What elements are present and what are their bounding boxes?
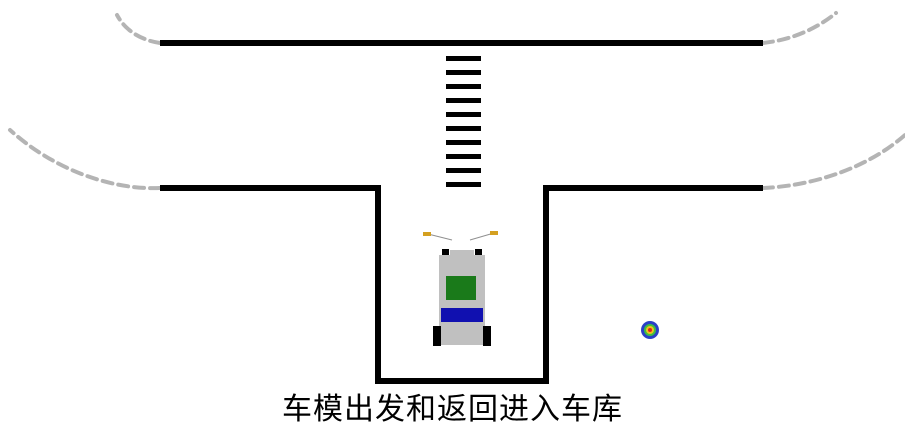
dashed-edge-mid-left — [8, 128, 162, 191]
start-line-stripes — [446, 56, 481, 187]
sensor-left-icon — [423, 232, 431, 236]
dashed-edge-top-left — [115, 13, 162, 45]
dashed-edge-top-right — [761, 11, 838, 45]
stripe — [446, 126, 481, 131]
stripe — [446, 154, 481, 159]
track-boundaries — [160, 40, 763, 384]
garage-outline — [160, 185, 763, 384]
stripe — [446, 112, 481, 117]
dashed-edge-mid-right — [761, 133, 905, 190]
control-board — [446, 276, 476, 300]
signal-beacon-icon — [641, 321, 659, 339]
smart-car-model-icon — [423, 231, 498, 346]
stripe — [446, 182, 481, 187]
stripe — [446, 56, 481, 61]
battery-pack — [441, 308, 483, 322]
stripe — [446, 168, 481, 173]
dashed-track-edges — [8, 11, 905, 191]
beacon-core — [648, 328, 652, 332]
wheel-rear-left-icon — [433, 326, 441, 346]
figure-caption: 车模出发和返回进入车库 — [282, 392, 623, 427]
sensor-arm-left — [427, 233, 453, 241]
stripe — [446, 84, 481, 89]
stripe — [446, 70, 481, 75]
stripe — [446, 98, 481, 103]
stripe — [446, 140, 481, 145]
car-front-nose — [450, 250, 474, 260]
sensor-right-icon — [490, 231, 498, 235]
wheel-rear-right-icon — [483, 326, 491, 346]
